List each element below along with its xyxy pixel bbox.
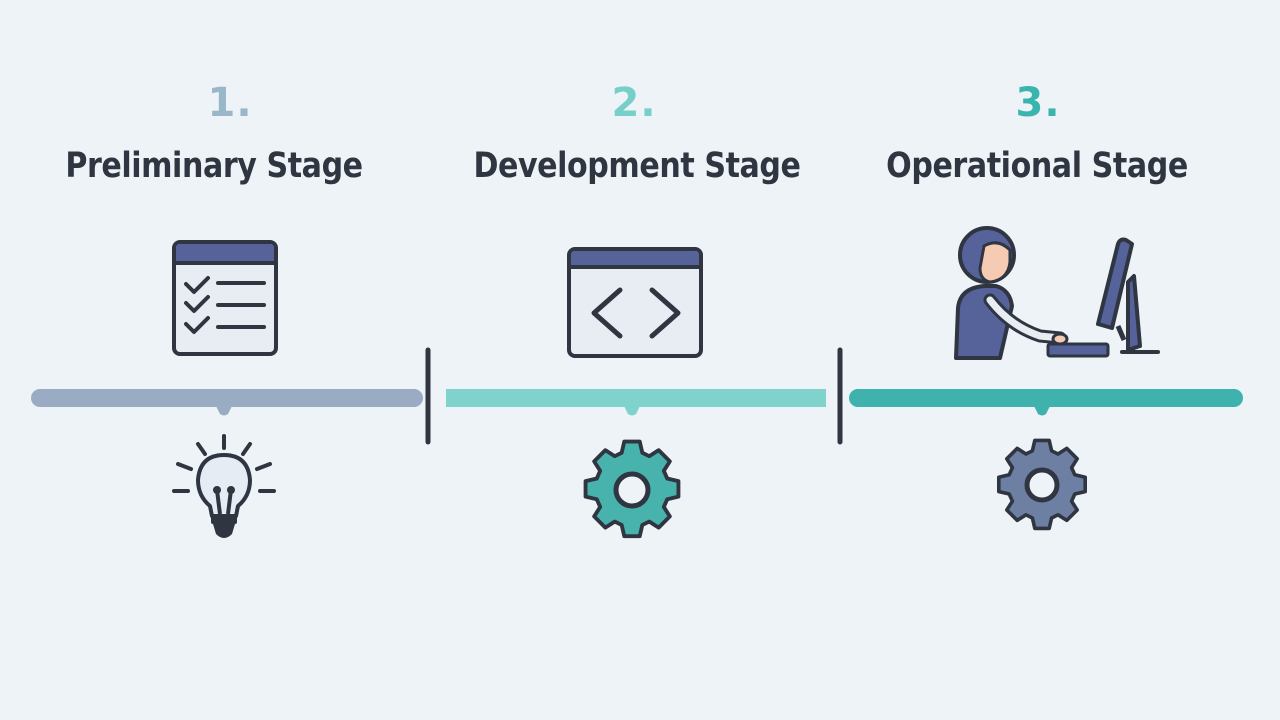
timeline <box>31 347 1243 445</box>
stage-3-number: 3. <box>1015 80 1061 126</box>
gear-icon <box>583 439 681 539</box>
stage-3-title: Operational Stage <box>886 146 1188 186</box>
stage-2-title: Development Stage <box>473 146 801 186</box>
checklist-icon <box>172 240 278 356</box>
lightbulb-icon <box>172 434 276 538</box>
stage-1-number: 1. <box>207 80 253 126</box>
timeline-nub-2 <box>624 406 640 416</box>
code-window-icon <box>567 247 703 358</box>
gear-icon <box>996 438 1088 531</box>
stage-2-number: 2. <box>611 80 657 126</box>
person-at-computer-icon <box>954 226 1160 360</box>
stage-1-title: Preliminary Stage <box>65 146 363 186</box>
timeline-nub-1 <box>216 406 232 416</box>
timeline-nub-3 <box>1034 406 1050 416</box>
